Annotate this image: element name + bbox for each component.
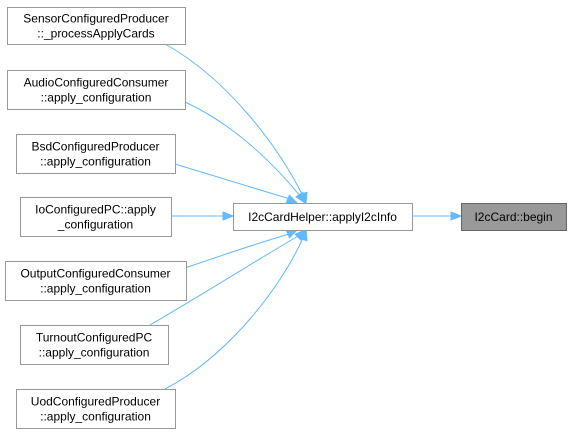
node-label: SensorConfiguredProducer (23, 12, 168, 26)
node-label: ::apply_configuration (40, 410, 151, 424)
edge-line (184, 101, 302, 198)
node-label: IoConfiguredPC::apply (35, 203, 156, 217)
call-graph-nodes: SensorConfiguredProducer::_processApplyC… (5, 7, 567, 429)
node-box (7, 7, 186, 45)
edge-line (164, 43, 304, 197)
arrowhead-icon (285, 194, 299, 204)
node-box (20, 197, 172, 237)
node-output[interactable]: OutputConfiguredConsumer::apply_configur… (5, 261, 187, 301)
edge-uod-to-helper (164, 228, 308, 390)
edge-output-to-helper (184, 229, 299, 269)
node-label: I2cCardHelper::applyI2cInfo (248, 210, 397, 224)
node-io[interactable]: IoConfiguredPC::apply_configuration (20, 197, 172, 237)
call-graph-edges (149, 43, 463, 390)
node-audio[interactable]: AudioConfiguredConsumer::apply_configura… (7, 70, 186, 110)
node-bsd[interactable]: BsdConfiguredProducer::apply_configurati… (16, 134, 176, 174)
edge-line (164, 237, 304, 390)
node-turnout[interactable]: TurnoutConfiguredPC::apply_configuration (20, 325, 169, 365)
arrowhead-icon (295, 191, 306, 205)
node-label: OutputConfiguredConsumer (20, 267, 170, 281)
node-label: ::_processApplyCards (37, 27, 154, 41)
edge-line (174, 163, 291, 200)
node-label: UodConfiguredProducer (31, 395, 160, 409)
node-box (16, 134, 176, 174)
edge-audio-to-helper (184, 101, 306, 205)
arrowhead-icon (450, 211, 463, 221)
node-label: I2cCard::begin (474, 210, 552, 224)
node-label: BsdConfiguredProducer (31, 140, 159, 154)
node-label: ::apply_configuration (39, 346, 150, 360)
arrowhead-icon (222, 211, 235, 221)
node-label: TurnoutConfiguredPC (36, 331, 153, 345)
node-box (7, 70, 186, 110)
node-helper[interactable]: I2cCardHelper::applyI2cInfo (233, 203, 413, 231)
node-box (461, 203, 567, 231)
node-label: ::apply_configuration (40, 282, 151, 296)
node-box (16, 389, 176, 429)
edge-io-to-helper (171, 211, 235, 221)
node-begin[interactable]: I2cCard::begin (461, 203, 567, 231)
node-box (20, 325, 169, 365)
node-label: ::apply_configuration (40, 155, 151, 169)
edge-line (184, 233, 290, 269)
node-label: _configuration (57, 218, 133, 232)
node-box (5, 261, 187, 301)
edge-helper-to-begin (412, 211, 463, 221)
node-sensor[interactable]: SensorConfiguredProducer::_processApplyC… (7, 7, 186, 45)
node-label: AudioConfiguredConsumer (24, 76, 169, 90)
node-uod[interactable]: UodConfiguredProducer::apply_configurati… (16, 389, 176, 429)
node-box (233, 203, 413, 231)
edge-line (149, 234, 301, 326)
arrowhead-icon (298, 228, 308, 242)
edge-bsd-to-helper (174, 163, 299, 204)
node-label: ::apply_configuration (41, 91, 152, 105)
